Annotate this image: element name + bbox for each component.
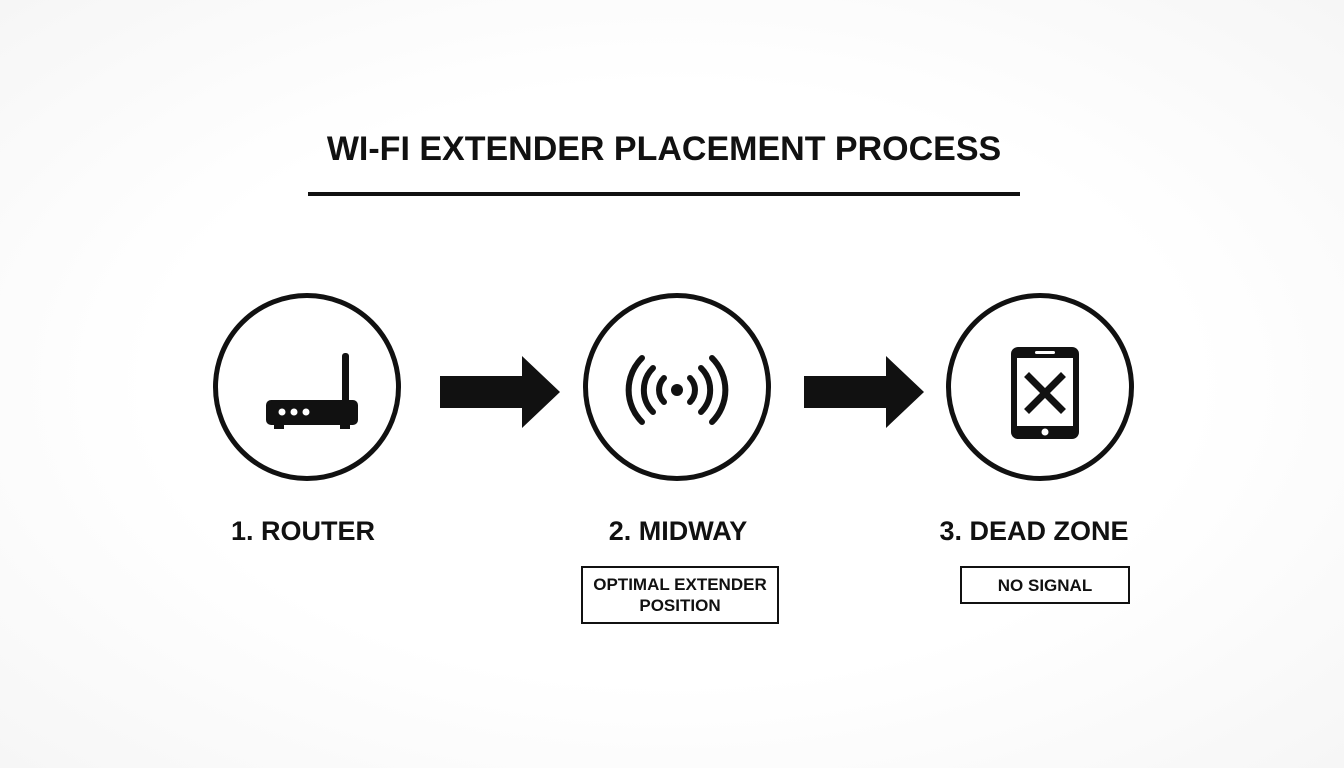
step-3-label: 3. DEAD ZONE [939,516,1129,546]
step-2-note-text: OPTIMAL EXTENDER POSITION [593,575,767,615]
diagram-title: WI-FI EXTENDER PLACEMENT PROCESS [326,130,1002,168]
step-2-circle [583,293,771,481]
step-3-circle [946,293,1134,481]
step-2-note: OPTIMAL EXTENDER POSITION [581,566,779,624]
arrow-right-icon [440,356,560,428]
title-underline [308,192,1020,196]
step-1-circle [213,293,401,481]
arrow-right-icon [804,356,924,428]
step-3-note-text: NO SIGNAL [997,575,1093,595]
router-icon [266,353,358,429]
step-1-label: 1. ROUTER [230,516,376,546]
step-2-label: 2. MIDWAY [608,516,748,546]
wifi-signal-icon [625,355,729,425]
step-3-note: NO SIGNAL [960,566,1130,604]
tablet-no-signal-icon [1011,347,1079,439]
